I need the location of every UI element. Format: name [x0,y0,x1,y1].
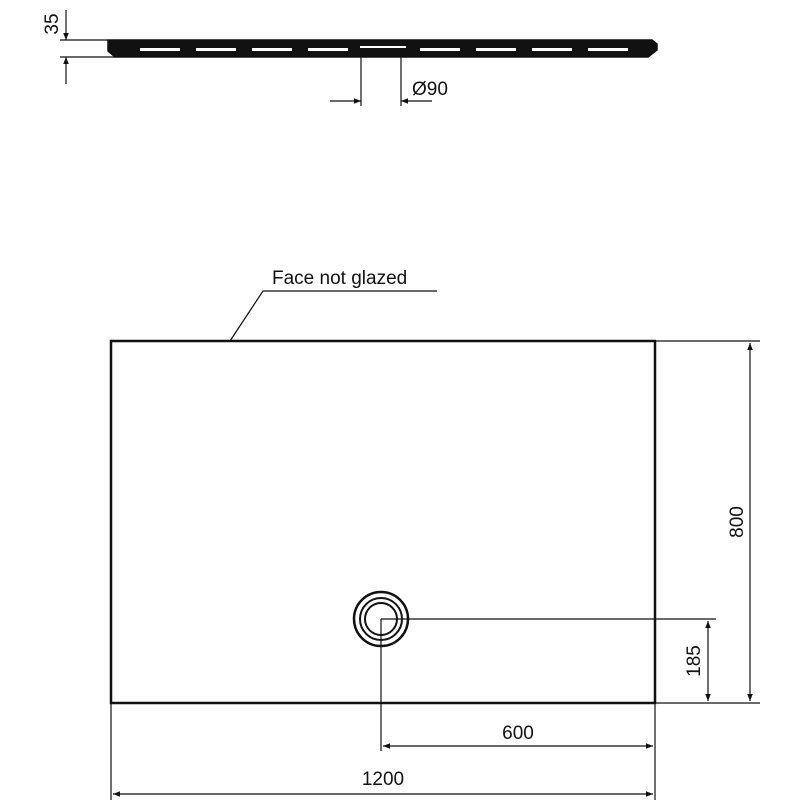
thickness-label: 35 [42,13,63,34]
tray-profile [107,39,658,58]
note-label: Face not glazed [272,268,407,289]
width-label: 1200 [362,769,404,790]
side-view [60,10,658,106]
thickness-dimension [60,10,115,84]
drain-offset-x-label: 600 [502,723,534,744]
drain-diameter-label: Ø90 [412,79,448,100]
tray-outline [109,339,657,705]
tray-profile-slots [140,46,628,51]
drain-offset-y-label: 185 [684,645,705,677]
note-leader [229,290,437,342]
plan-view [109,290,760,800]
depth-label: 800 [727,506,748,538]
